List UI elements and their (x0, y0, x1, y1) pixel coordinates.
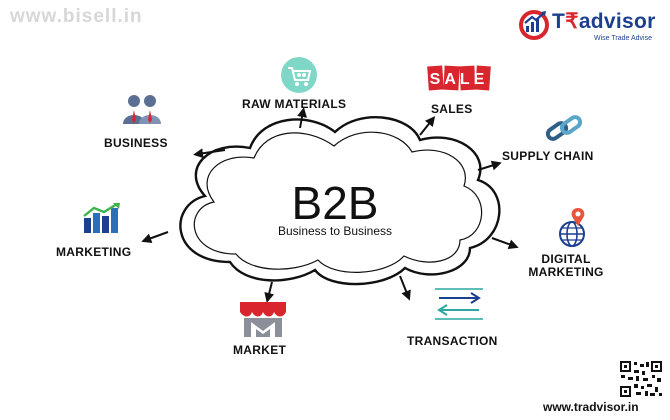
arrow-transaction (399, 275, 411, 301)
brand-letter-t: T (552, 10, 566, 33)
arrow-supply-chain (477, 160, 502, 171)
arrow-sales (419, 116, 436, 136)
market-shop-icon (240, 302, 286, 337)
label-business: BUSINESS (104, 136, 168, 150)
raw-materials-cart-icon (281, 57, 317, 93)
arrow-raw-materials (297, 107, 307, 129)
logo-chart-icon (519, 10, 549, 40)
arrow-digital-marketing (491, 237, 519, 249)
arrow-marketing (141, 231, 169, 243)
label-sales: SALES (431, 102, 473, 116)
label-marketing-line: MARKETING (528, 265, 604, 279)
label-market: MARKET (233, 343, 287, 357)
sale-tag-icon: SALE (427, 65, 491, 91)
label-marketing: MARKETING (56, 245, 132, 259)
business-people-icon (123, 95, 161, 124)
label-raw-materials: RAW MATERIALS (242, 97, 347, 111)
transaction-arrows-icon (435, 288, 483, 320)
brand-tagline: Wise Trade Advise (594, 35, 652, 42)
label-digital: DIGITAL (541, 252, 591, 266)
b2b-subtitle: Business to Business (277, 224, 393, 238)
arrow-market (264, 281, 275, 303)
label-transaction: TRANSACTION (407, 334, 498, 348)
label-supply-chain: SUPPLY CHAIN (502, 149, 594, 163)
tradvisor-logo: T₹advisor Wise Trade Advise (518, 6, 668, 50)
marketing-bar-chart-icon (83, 202, 120, 233)
digital-marketing-globe-icon (559, 208, 585, 247)
cloud-inner (193, 131, 483, 273)
watermark: www.bisell.in (10, 6, 143, 27)
footer-url: www.tradvisor.in (543, 400, 639, 414)
b2b-title: B2B (291, 177, 379, 229)
supply-chain-link-icon (545, 115, 583, 141)
brand-rupee-glyph: ₹ (565, 10, 579, 33)
label-digital-marketing: DIGITAL MARKETING (511, 253, 621, 279)
sale-sign-text: SALE (430, 71, 489, 88)
brand-name-rest: advisor (578, 10, 656, 33)
qr-code-icon (619, 360, 663, 398)
brand-name: T₹advisor (552, 9, 656, 34)
arrow-business (193, 148, 226, 159)
